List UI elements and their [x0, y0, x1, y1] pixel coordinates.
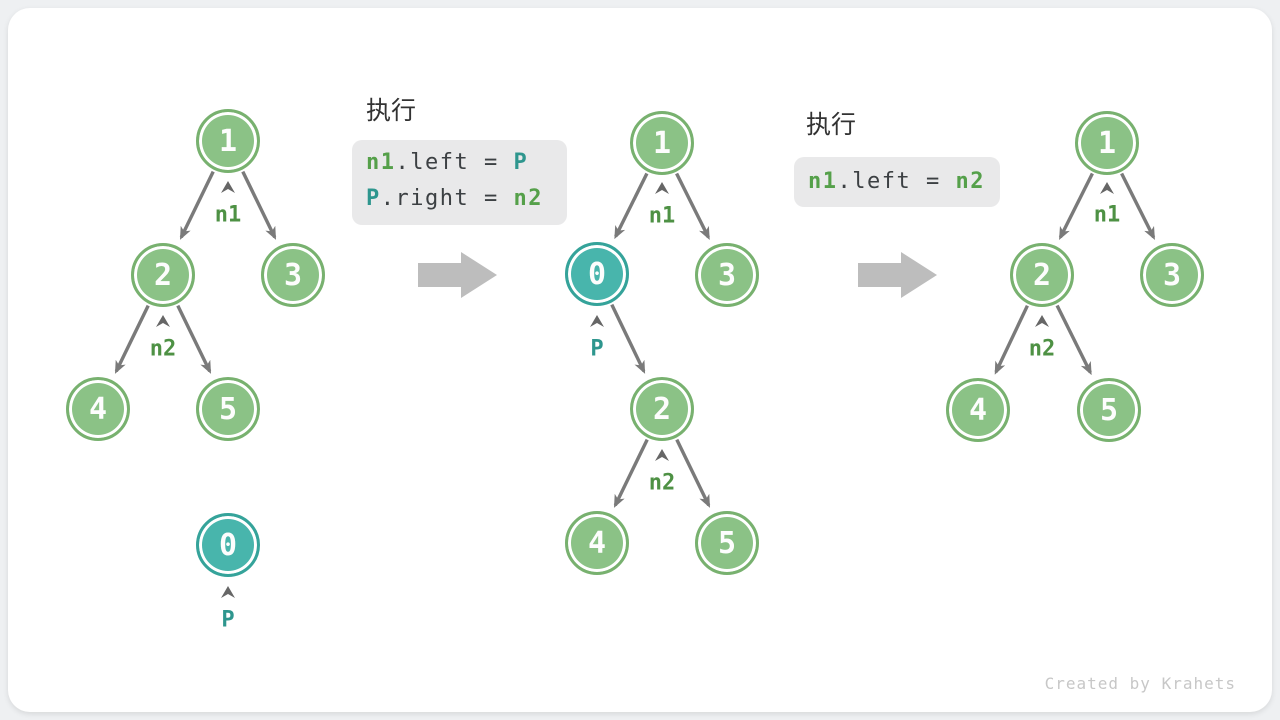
- tree-node: 5: [1077, 378, 1141, 442]
- pointer-carets: [156, 181, 1114, 598]
- edge-2-4: [994, 304, 1029, 375]
- code-token: .right =: [380, 186, 514, 211]
- edge-0-2: [610, 303, 646, 374]
- node-value: 5: [1099, 392, 1119, 428]
- step-arrows: [418, 252, 937, 298]
- code-line: n1.left = P: [352, 145, 567, 181]
- node-value: 4: [968, 392, 988, 428]
- tree-node: 1: [196, 109, 260, 173]
- tree-node: 1: [630, 111, 694, 175]
- tree-node: 4: [66, 377, 130, 441]
- node-value: 4: [587, 525, 607, 561]
- edge-2-4: [114, 304, 150, 374]
- code-token: .left =: [395, 150, 514, 175]
- pointer-label-n1: n1: [648, 203, 676, 229]
- pointer-label-p: P: [221, 607, 235, 633]
- tree-node: 3: [1140, 243, 1204, 307]
- edge-2-5: [176, 304, 212, 374]
- caret-icon: [1035, 315, 1049, 327]
- node-value: 3: [283, 257, 303, 293]
- node-value: 3: [717, 257, 737, 293]
- exec-label: 执行: [366, 96, 417, 125]
- edge-1-2: [1058, 172, 1094, 240]
- tree-node: 4: [565, 511, 629, 575]
- caret-icon: [655, 449, 669, 461]
- caret-icon: [655, 182, 669, 194]
- pointer-label-n2: n2: [648, 470, 676, 496]
- node-value: 1: [1097, 125, 1117, 161]
- tree-node: 2: [131, 243, 195, 307]
- node-value: 0: [218, 527, 238, 563]
- node-value: 4: [88, 391, 108, 427]
- tree1-edges: [114, 170, 277, 374]
- right-arrow-icon: [418, 252, 497, 298]
- tree-node-p: 0: [565, 242, 629, 306]
- caret-icon: [221, 586, 235, 598]
- caret-icon: [156, 315, 170, 327]
- node-value: 5: [717, 525, 737, 561]
- tree-node: 2: [1010, 243, 1074, 307]
- tree-node: 5: [196, 377, 260, 441]
- tree-node: 5: [695, 511, 759, 575]
- code-block-2: n1.left = n2: [794, 157, 1000, 207]
- tree2-edges: [610, 172, 711, 508]
- pointer-label-n1: n1: [1093, 202, 1121, 228]
- code-token-n2: n2: [955, 169, 985, 194]
- code-line: P.right = n2: [352, 181, 567, 217]
- tree-node: 3: [695, 243, 759, 307]
- code-token-n2: n2: [513, 186, 543, 211]
- code-token-n1: n1: [808, 169, 838, 194]
- node-value: 0: [587, 256, 607, 292]
- node-value: 5: [218, 391, 238, 427]
- edge-2-4: [613, 438, 649, 508]
- pointer-label-n2: n2: [149, 336, 177, 362]
- pointer-label-n1: n1: [214, 202, 242, 228]
- code-token-n1: n1: [366, 150, 396, 175]
- node-value: 2: [652, 391, 672, 427]
- tree-node: 4: [946, 378, 1010, 442]
- tree3-edges: [994, 172, 1156, 376]
- tree-node: 2: [630, 377, 694, 441]
- edge-1-0: [614, 172, 649, 240]
- caret-icon: [1100, 182, 1114, 194]
- code-token: .left =: [837, 169, 956, 194]
- node-value: 2: [153, 257, 173, 293]
- tree-node: 3: [261, 243, 325, 307]
- node-value: 1: [652, 125, 672, 161]
- node-value: 1: [218, 123, 238, 159]
- caret-icon: [221, 181, 235, 193]
- right-arrow-icon: [858, 252, 937, 298]
- watermark: Created by Krahets: [1044, 674, 1236, 693]
- code-token-p: P: [513, 150, 529, 175]
- edge-2-5: [1055, 304, 1092, 376]
- tree-node: 1: [1075, 111, 1139, 175]
- pointer-label-p: P: [590, 336, 604, 362]
- code-line: n1.left = n2: [794, 164, 1000, 200]
- code-token-p: P: [366, 186, 381, 211]
- tree-node-p: 0: [196, 513, 260, 577]
- node-value: 2: [1032, 257, 1052, 293]
- caret-icon: [590, 315, 604, 327]
- edge-1-3: [1120, 172, 1156, 240]
- code-block-1: n1.left = P P.right = n2: [352, 140, 567, 225]
- edge-2-5: [675, 438, 711, 508]
- edge-1-2: [179, 170, 215, 240]
- pointer-label-n2: n2: [1028, 336, 1056, 362]
- node-value: 3: [1162, 257, 1182, 293]
- exec-label: 执行: [806, 110, 857, 139]
- edge-1-3: [675, 172, 710, 240]
- edge-1-3: [241, 170, 277, 240]
